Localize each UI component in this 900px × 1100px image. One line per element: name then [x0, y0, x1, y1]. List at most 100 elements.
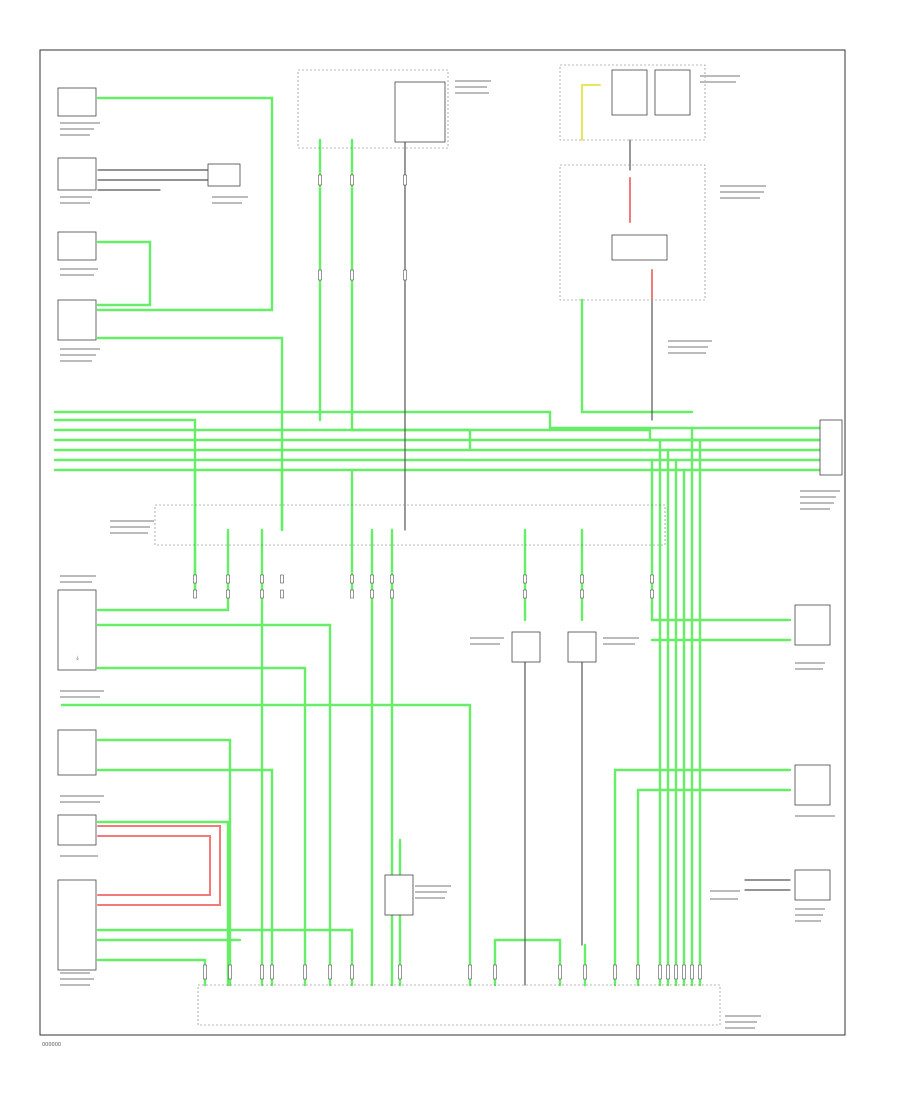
label-mark: [668, 340, 712, 342]
connector-pin: [260, 574, 264, 584]
module-right-1: [794, 604, 831, 646]
module-right-top: [819, 419, 843, 476]
label-mark: [60, 196, 92, 198]
label-mark: [710, 890, 740, 892]
module-left-c: [57, 814, 97, 846]
label-mark: [110, 520, 154, 522]
connector-pin: [650, 589, 654, 599]
label-mark: [720, 185, 766, 187]
connector-pin: [350, 574, 354, 584]
label-mark: [60, 972, 90, 974]
connector-pin: [303, 964, 307, 980]
wires-yellow: [581, 84, 601, 141]
relay-2: [654, 69, 691, 116]
label-mark: [60, 984, 90, 986]
connector-pin: [583, 964, 587, 980]
connector-strip-middle: [154, 504, 666, 546]
label-mark: [212, 202, 242, 204]
label-mark: [668, 352, 706, 354]
label-mark: [60, 202, 90, 204]
sensor-center: [384, 874, 414, 916]
label-mark: [60, 122, 100, 124]
label-mark: [795, 668, 823, 670]
label-mark: [795, 662, 825, 664]
label-mark: [60, 690, 104, 692]
unit-top-center: [394, 81, 446, 143]
junction-block-right: [559, 164, 706, 301]
connector-pin: [403, 174, 407, 186]
label-mark: [60, 581, 92, 583]
connector-pin: [390, 589, 394, 599]
label-mark: [60, 855, 98, 857]
label-mark: [455, 92, 489, 94]
label-mark: [603, 637, 639, 639]
module-right-3: [794, 869, 831, 901]
connector-pin: [226, 589, 230, 599]
wires-black: [97, 139, 791, 986]
label-mark: [800, 490, 840, 492]
label-mark: [725, 1027, 755, 1029]
connector-pins: [193, 174, 702, 980]
label-mark: [725, 1015, 761, 1017]
label-mark: [212, 196, 248, 198]
diagram-frame: [39, 49, 846, 1036]
connector-pin: [558, 964, 562, 980]
connector-pin: [636, 964, 640, 980]
label-mark: [800, 502, 834, 504]
label-mark: [720, 197, 760, 199]
connector-pin: [328, 964, 332, 980]
label-mark: [700, 81, 736, 83]
label-mark: [60, 575, 96, 577]
module-left-b: [57, 729, 97, 776]
connector-pin: [260, 589, 264, 599]
connector-pin: [698, 964, 702, 980]
connector-pin: [398, 964, 402, 980]
connector-pin: [350, 174, 354, 186]
label-mark: [60, 360, 92, 362]
connector-pin: [350, 589, 354, 599]
connector-pin: [666, 964, 670, 980]
module-top-left-4: [57, 299, 97, 341]
label-mark: [800, 496, 836, 498]
connector-pin: [650, 574, 654, 584]
connector-pin: [270, 964, 274, 980]
label-mark: [60, 268, 98, 270]
connector-pin: [193, 574, 197, 584]
connector-pin: [523, 574, 527, 584]
label-mark: [415, 885, 451, 887]
label-mark: [700, 75, 740, 77]
label-mark: [415, 891, 447, 893]
label-mark: [60, 978, 94, 980]
label-mark: [60, 348, 100, 350]
label-mark: [60, 274, 94, 276]
connector-pin: [260, 964, 264, 980]
switch-small: [207, 163, 241, 187]
switch-center-2: [567, 631, 597, 663]
wires-green: [53, 96, 822, 987]
connector-pin: [228, 964, 232, 980]
connector-pin: [390, 574, 394, 584]
label-mark: [795, 914, 823, 916]
module-left-a: [57, 589, 97, 671]
label-mark: [795, 815, 835, 817]
label-mark: [795, 920, 821, 922]
module-top-left-1: [57, 87, 97, 117]
label-mark: [60, 801, 100, 803]
connector-pin: [193, 589, 197, 599]
module-top-center: [297, 69, 449, 149]
connector-pin: [468, 964, 472, 980]
footer-code: 000000: [42, 1042, 61, 1048]
module-top-left-2: [57, 157, 97, 191]
label-mark: [603, 643, 635, 645]
connector-pin: [682, 964, 686, 980]
connector-pin: [580, 589, 584, 599]
connector-pin: [613, 964, 617, 980]
label-mark: [110, 526, 150, 528]
connector-pin: [523, 589, 527, 599]
connector-pin: [318, 269, 322, 281]
module-top-right: [559, 64, 706, 141]
label-marks: [60, 75, 840, 1029]
connector-pin: [226, 574, 230, 584]
connector-pin: [403, 269, 407, 281]
label-mark: [470, 643, 500, 645]
